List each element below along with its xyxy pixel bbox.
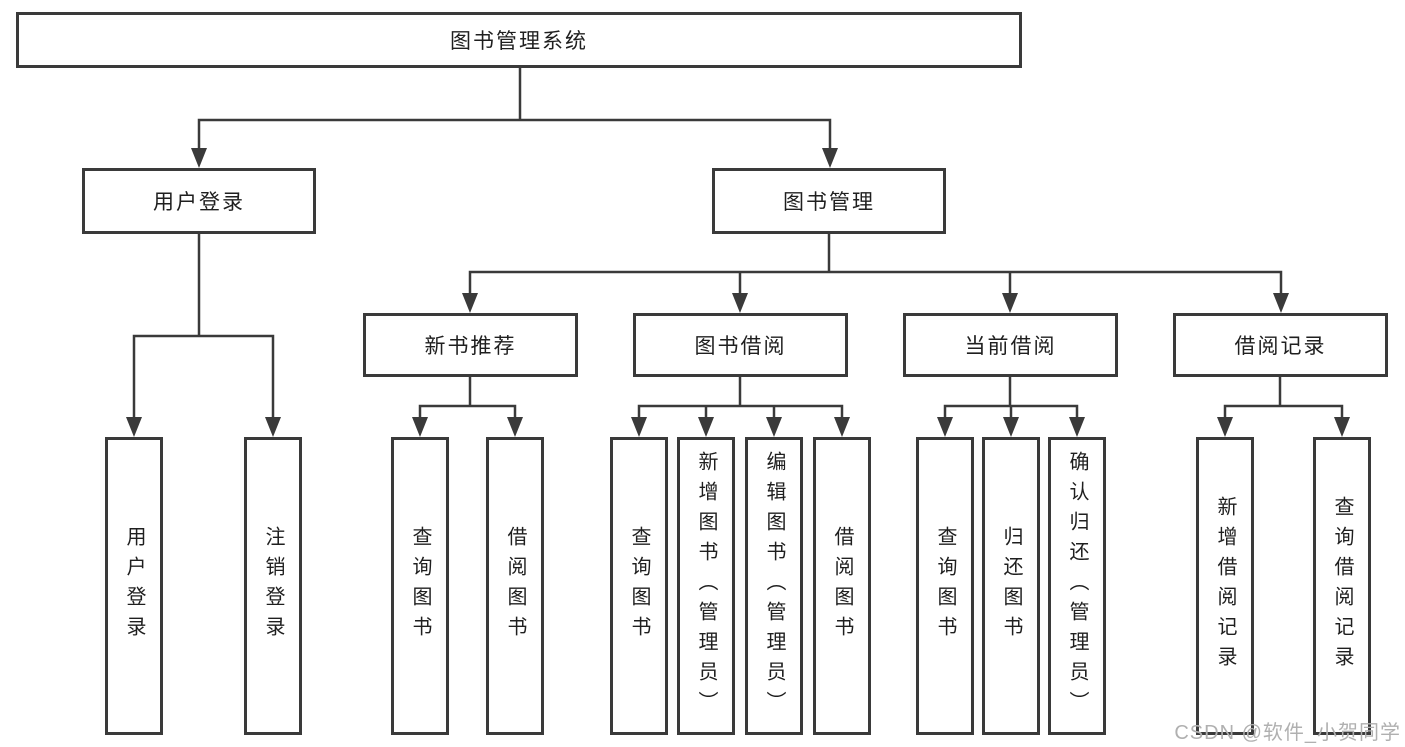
leaf-user-login: 用户登录 — [105, 437, 163, 735]
leaf-label: 借阅图书 — [831, 526, 853, 646]
csdn-watermark: CSDN @软件_小贺同学 — [1174, 722, 1401, 744]
leaf-add-borrow-record: 新增借阅记录 — [1196, 437, 1254, 735]
node-borrowing-records: 借阅记录 — [1173, 313, 1388, 377]
node-book-borrowing: 图书借阅 — [633, 313, 848, 377]
leaf-return-books: 归还图书 — [982, 437, 1040, 735]
leaf-label: 新增借阅记录 — [1214, 496, 1236, 676]
leaf-label: 查询借阅记录 — [1331, 496, 1353, 676]
leaf-query-books-recommendation: 查询图书 — [391, 437, 449, 735]
connector-user-login-children — [126, 234, 281, 437]
leaf-label: 查询图书 — [934, 526, 956, 646]
leaf-label: 用户登录 — [123, 526, 145, 646]
connector-book-borrowing-children — [631, 377, 850, 437]
leaf-logout: 注销登录 — [244, 437, 302, 735]
node-label: 用户登录 — [153, 191, 245, 214]
node-user-login: 用户登录 — [82, 168, 316, 234]
node-library-management-system: 图书管理系统 — [16, 12, 1022, 68]
leaf-label: 查询图书 — [628, 526, 650, 646]
node-label: 当前借阅 — [964, 335, 1057, 358]
node-label: 新书推荐 — [424, 335, 517, 358]
connector-root-to-level2 — [191, 68, 838, 168]
leaf-confirm-return-admin: 确认归还（管理员） — [1048, 437, 1106, 735]
node-current-borrowing: 当前借阅 — [903, 313, 1118, 377]
leaf-label: 查询图书 — [409, 526, 431, 646]
node-label: 借阅记录 — [1234, 335, 1327, 358]
node-book-management: 图书管理 — [712, 168, 946, 234]
node-new-book-recommendation: 新书推荐 — [363, 313, 578, 377]
leaf-label: 借阅图书 — [504, 526, 526, 646]
connector-current-borrowing-children — [937, 377, 1085, 437]
leaf-label: 注销登录 — [262, 526, 284, 646]
node-label: 图书管理 — [783, 191, 875, 214]
leaf-query-books-current: 查询图书 — [916, 437, 974, 735]
leaf-label: 新增图书（管理员） — [695, 451, 717, 721]
node-label: 图书借阅 — [694, 335, 787, 358]
leaf-query-books-borrowing: 查询图书 — [610, 437, 668, 735]
leaf-label: 归还图书 — [1000, 526, 1022, 646]
node-label: 图书管理系统 — [450, 30, 588, 53]
leaf-label: 编辑图书（管理员） — [763, 451, 785, 721]
connector-borrowing-records-children — [1217, 377, 1350, 437]
leaf-borrow-books-borrowing: 借阅图书 — [813, 437, 871, 735]
leaf-query-borrow-record: 查询借阅记录 — [1313, 437, 1371, 735]
leaf-borrow-books-recommendation: 借阅图书 — [486, 437, 544, 735]
leaf-label: 确认归还（管理员） — [1066, 451, 1088, 721]
leaf-add-book-admin: 新增图书（管理员） — [677, 437, 735, 735]
connector-book-management-children — [462, 234, 1289, 313]
leaf-edit-book-admin: 编辑图书（管理员） — [745, 437, 803, 735]
connector-new-book-recommendation-children — [412, 377, 523, 437]
